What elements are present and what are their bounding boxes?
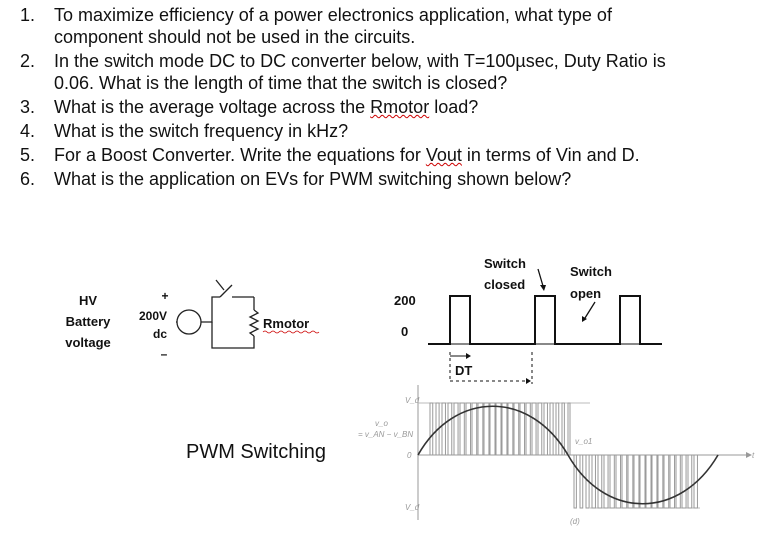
pwm-pulse [429, 402, 434, 456]
pwm-pulse [651, 454, 658, 509]
question-text-line: component should not be used in the circ… [54, 27, 416, 47]
waveform-y-label: 200 [394, 293, 416, 308]
dc-source-symbol [176, 309, 202, 335]
pwm-pulse [633, 454, 640, 509]
pwm-pulse [687, 454, 693, 509]
pwm-pulse [441, 402, 446, 456]
pwm-pulse [495, 402, 502, 456]
pwm-faint-label: v_o1 [575, 437, 592, 446]
waveform-y-label: 0 [401, 324, 408, 339]
pwm-pulse [531, 402, 537, 456]
pwm-faint-label: V_d [405, 396, 420, 405]
hv-label-line: HV [79, 293, 97, 308]
switching-waveform: 200 0 Switch closed Switch open DT [394, 256, 662, 384]
spellcheck-word: Vout [425, 145, 462, 165]
pwm-pulse [573, 454, 577, 509]
pwm-pulse [453, 402, 459, 456]
source-labels: + 200V dc – [139, 289, 169, 361]
pwm-faint-label: v_o [375, 419, 388, 428]
pwm-pulse [591, 454, 596, 509]
pwm-pulse [657, 454, 664, 509]
minus-sign: – [161, 347, 168, 361]
question-text-line: What is the average voltage across the R… [54, 97, 479, 117]
source-dc: dc [153, 327, 167, 341]
pwm-pulse [483, 402, 490, 456]
circuit-schematic [176, 279, 260, 349]
pwm-pulse [537, 402, 543, 456]
switch-closed-label: Switch [484, 256, 526, 271]
pwm-pulse [525, 402, 531, 456]
pwm-pulse [663, 454, 670, 509]
sine-fundamental [417, 405, 719, 505]
pwm-pulse [555, 402, 560, 456]
pwm-faint-label: V_d [405, 503, 420, 512]
question-number: 1. [20, 5, 36, 25]
pwm-pulse [507, 402, 514, 456]
pwm-pulse [549, 402, 554, 456]
pwm-pulse [459, 402, 465, 456]
pwm-pulse [561, 402, 565, 456]
pwm-pulse [603, 454, 609, 509]
pwm-pulse [447, 402, 453, 456]
pwm-pulse [501, 402, 508, 456]
pwm-pulse [465, 402, 472, 456]
question-number: 2. [20, 51, 36, 71]
pwm-pulse [609, 454, 615, 509]
pwm-caption: PWM Switching [186, 441, 326, 463]
pwm-pulse [567, 402, 571, 456]
hv-label-line: voltage [65, 335, 111, 350]
switch-closed-label: closed [484, 277, 525, 292]
question-number: 5. [20, 145, 36, 165]
pwm-pulse [645, 454, 652, 509]
plus-sign: + [161, 289, 168, 303]
pwm-pulse [597, 454, 603, 509]
pwm-pulse [489, 402, 496, 456]
dt-label: DT [455, 363, 472, 378]
hv-battery-label: HV Battery voltage [65, 293, 111, 350]
pwm-faint-label: (d) [570, 517, 580, 526]
pwm-pulse [621, 454, 628, 509]
question-number: 3. [20, 97, 36, 117]
pwm-pulse [681, 454, 687, 509]
question-text-line: What is the application on EVs for PWM s… [54, 169, 572, 189]
spellcheck-word: Rmotor [370, 97, 430, 117]
switch-symbol [219, 284, 233, 298]
question-text-line: To maximize efficiency of a power electr… [54, 5, 612, 25]
pwm-pulse [519, 402, 526, 456]
question-number: 6. [20, 169, 36, 189]
pwm-waveform: V_d v_o = v_AN − v_BN 0 V_d v_o1 (d) t [358, 385, 755, 526]
switch-open-label: Switch [570, 264, 612, 279]
question-text-line: For a Boost Converter. Write the equatio… [54, 145, 640, 165]
question-text-line: What is the switch frequency in kHz? [54, 121, 349, 141]
question-text-line: In the switch mode DC to DC converter be… [54, 51, 666, 71]
pwm-pulse [513, 402, 520, 456]
pwm-pulse [471, 402, 478, 456]
pwm-pulse [579, 454, 584, 509]
resistor-symbol [248, 309, 260, 337]
rmotor-label: Rmotor [263, 316, 309, 331]
source-rating: 200V [139, 309, 167, 323]
question-number: 4. [20, 121, 36, 141]
pwm-pulse [639, 454, 646, 509]
hv-label-line: Battery [66, 314, 112, 329]
pwm-pulses [429, 402, 698, 509]
pwm-pulse [669, 454, 676, 509]
pwm-faint-label: = v_AN − v_BN [358, 430, 413, 439]
pwm-pulse [477, 402, 484, 456]
pwm-pulse [615, 454, 622, 509]
pwm-faint-label: 0 [407, 451, 412, 460]
question-text-line: 0.06. What is the length of time that th… [54, 73, 508, 93]
switch-open-label: open [570, 286, 601, 301]
pwm-pulse [675, 454, 681, 509]
pwm-faint-label: t [752, 451, 755, 460]
pwm-pulse [627, 454, 634, 509]
